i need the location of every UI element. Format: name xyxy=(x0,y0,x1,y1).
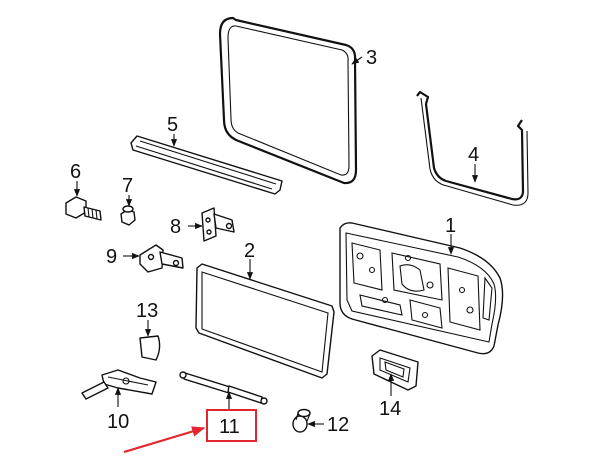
part-14-handle-bezel xyxy=(371,349,419,391)
part-3-door-seal xyxy=(218,16,358,185)
part-5-belt-molding xyxy=(130,135,283,195)
callout-9: 9 xyxy=(106,246,117,268)
part-6-bolt xyxy=(65,196,102,221)
callout-10: 10 xyxy=(107,411,129,433)
part-2-water-shield xyxy=(195,263,335,379)
part-12-plug xyxy=(292,408,311,433)
highlight-arrow xyxy=(123,426,206,454)
callout-7: 7 xyxy=(122,175,133,197)
part-1-door-shell xyxy=(339,222,504,355)
callout-1: 1 xyxy=(445,215,456,237)
highlight-callout-11 xyxy=(123,409,257,454)
callout-14: 14 xyxy=(379,398,401,420)
callout-6: 6 xyxy=(70,161,81,183)
callout-12: 12 xyxy=(327,414,349,436)
callout-4: 4 xyxy=(468,144,479,166)
leader-lines xyxy=(73,56,479,428)
callout-labels: 3 5 4 6 7 8 9 1 2 13 10 11 12 14 xyxy=(70,47,479,438)
callout-3: 3 xyxy=(366,47,377,69)
part-11-strut xyxy=(179,371,268,405)
part-4-opening-seal xyxy=(416,90,529,206)
leader-3 xyxy=(351,56,363,65)
callout-8: 8 xyxy=(170,216,181,238)
callout-11: 11 xyxy=(219,416,240,438)
callout-2: 2 xyxy=(244,240,255,262)
part-13-pad xyxy=(139,335,161,361)
part-7-nut xyxy=(120,205,136,226)
part-10-bracket xyxy=(81,369,157,400)
part-8-upper-hinge xyxy=(201,207,235,242)
highlight-box xyxy=(206,409,257,442)
callout-5: 5 xyxy=(167,114,178,136)
callout-13: 13 xyxy=(136,300,158,322)
part-9-lower-hinge xyxy=(139,244,184,273)
